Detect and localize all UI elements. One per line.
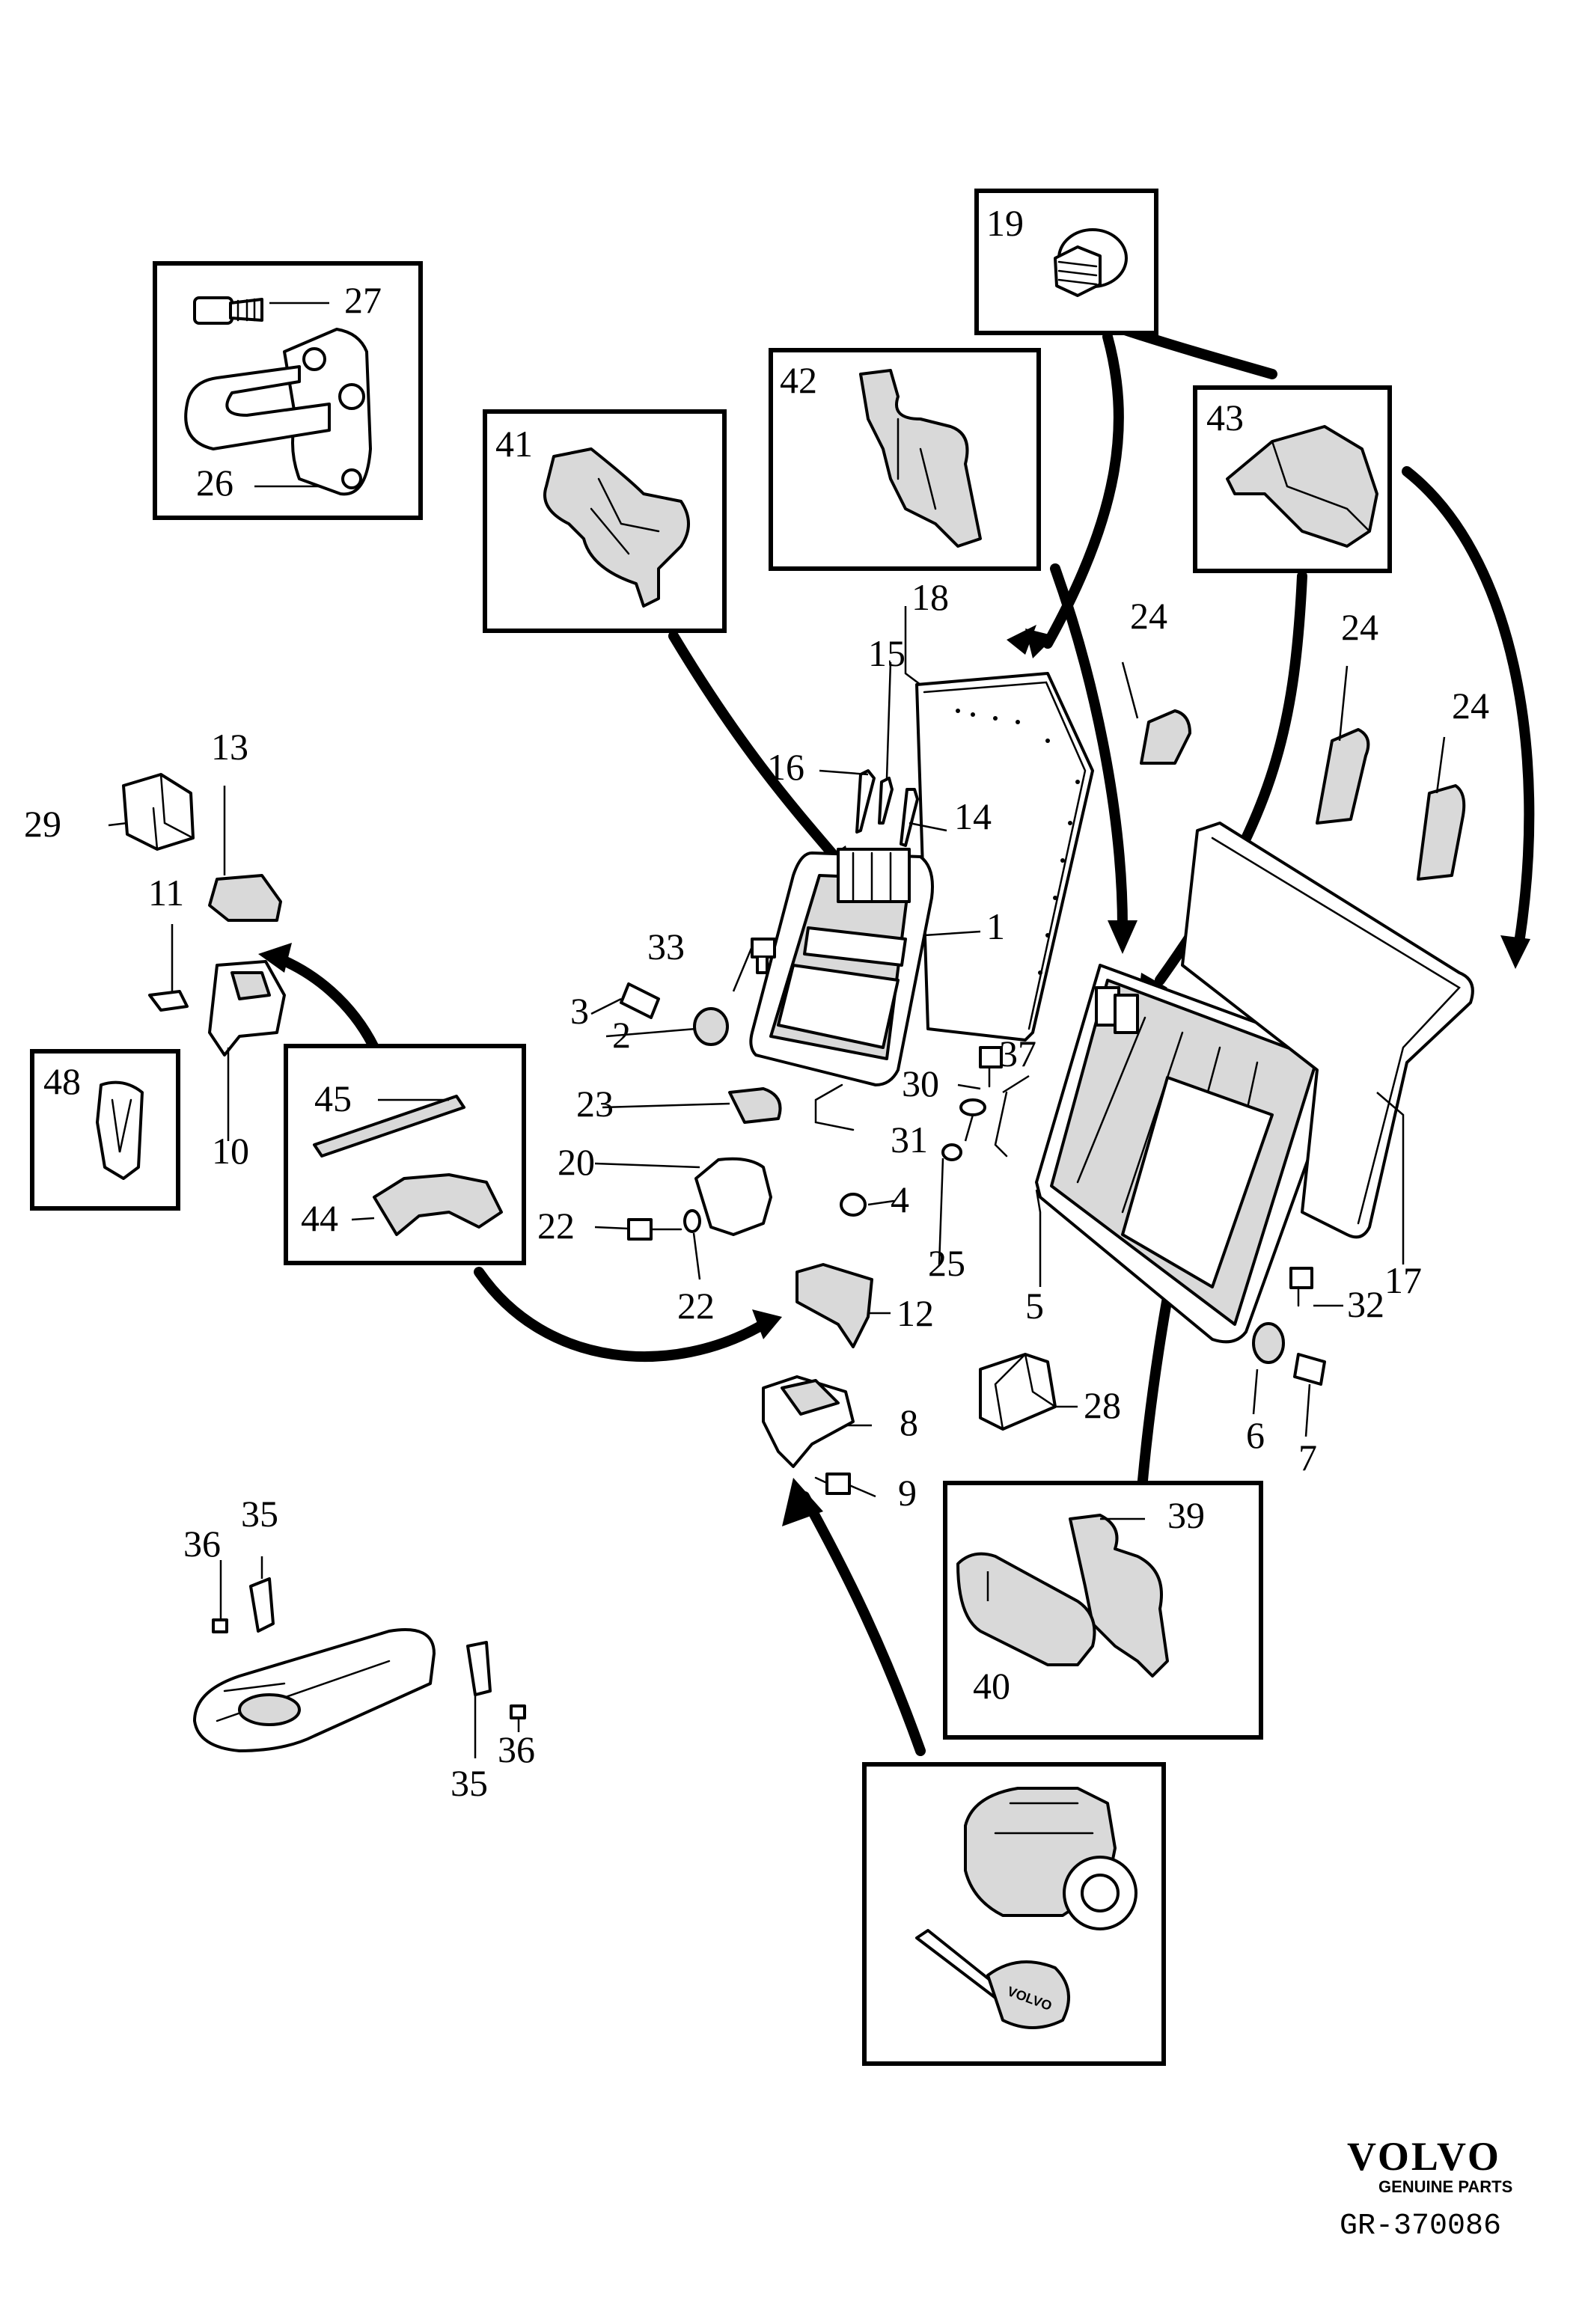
part-14-16-pins	[855, 769, 919, 847]
callout-22b: 22	[677, 1285, 715, 1327]
callout-43: 43	[1206, 397, 1244, 438]
callout-35b: 35	[451, 1762, 488, 1804]
part-44-bracket	[373, 1173, 503, 1236]
part-26-hinge	[184, 328, 372, 496]
part-18-panel	[915, 672, 1094, 1042]
callout-13: 13	[211, 726, 248, 768]
part-lock-cylinder	[964, 1787, 1137, 1930]
callout-4: 4	[891, 1178, 909, 1220]
callout-19: 19	[986, 202, 1024, 244]
part-41	[543, 447, 690, 608]
callout-17: 17	[1384, 1259, 1422, 1301]
callout-11: 11	[148, 872, 184, 914]
callout-25: 25	[928, 1242, 965, 1284]
part-1-frame	[749, 848, 934, 1086]
callout-2: 2	[612, 1014, 631, 1056]
callout-10: 10	[212, 1130, 249, 1172]
callout-30: 30	[902, 1062, 939, 1104]
part-8-latch	[762, 1375, 855, 1468]
part-39	[1069, 1514, 1169, 1678]
leader-lines	[108, 302, 1446, 1758]
part-40	[956, 1552, 1096, 1666]
callout-6: 6	[1246, 1414, 1265, 1456]
callout-14: 14	[954, 795, 992, 837]
branding: VOLVO GENUINE PARTS GR-370086	[1340, 2134, 1512, 2243]
part-27-bolt	[193, 296, 263, 325]
callout-15: 15	[868, 632, 906, 674]
callout-48: 48	[43, 1060, 81, 1102]
callout-36b: 36	[498, 1728, 535, 1770]
hardware-parts	[122, 773, 1326, 1431]
callout-41: 41	[495, 423, 533, 465]
part-11-10-latch	[148, 960, 286, 1056]
callout-45: 45	[314, 1077, 352, 1119]
part-armrest	[193, 1628, 436, 1752]
callout-44: 44	[301, 1197, 338, 1239]
part-17-panel	[1181, 822, 1474, 1239]
callout-42: 42	[780, 359, 817, 401]
callout-numbers: 27 26 41 42 19 43 18 24 24 24 15 16 14 1…	[24, 202, 1489, 1804]
callout-12: 12	[897, 1292, 934, 1334]
part-19-clip	[1054, 228, 1128, 297]
volvo-logo-text: VOLVO	[1347, 2134, 1501, 2179]
callout-16: 16	[767, 746, 804, 788]
genuine-parts-text: GENUINE PARTS	[1378, 2177, 1512, 2196]
callout-8: 8	[900, 1401, 918, 1443]
part-35-brackets	[249, 1577, 492, 1696]
inset-boxes	[30, 189, 1392, 2066]
callout-22a: 22	[537, 1205, 575, 1247]
part-48-clip	[96, 1080, 144, 1180]
callout-28: 28	[1084, 1384, 1121, 1426]
callout-20: 20	[558, 1141, 595, 1183]
callout-40: 40	[973, 1665, 1010, 1707]
callout-27: 27	[344, 279, 382, 321]
part-13-clip	[208, 874, 282, 922]
callout-1: 1	[986, 905, 1005, 947]
callout-18: 18	[911, 576, 949, 618]
flow-arrows	[258, 324, 1535, 1756]
callout-5: 5	[1025, 1285, 1044, 1327]
callout-24b: 24	[1341, 606, 1378, 648]
callout-36a: 36	[183, 1523, 221, 1565]
callout-26: 26	[196, 462, 233, 504]
callout-31: 31	[891, 1119, 928, 1161]
part-12-bracket	[796, 1263, 873, 1348]
callout-39: 39	[1167, 1494, 1205, 1536]
callout-3: 3	[570, 990, 589, 1032]
callout-9: 9	[898, 1472, 917, 1514]
callout-37: 37	[999, 1033, 1036, 1074]
part-43	[1226, 425, 1378, 548]
callout-32: 32	[1347, 1283, 1384, 1325]
callout-33: 33	[647, 926, 685, 967]
diagram-code: GR-370086	[1340, 2210, 1501, 2243]
callout-29: 29	[24, 803, 61, 845]
callout-24a: 24	[1130, 595, 1167, 637]
part-45-strip	[313, 1095, 465, 1158]
part-24-trims	[1140, 709, 1466, 881]
part-9-screw	[814, 1473, 851, 1495]
callout-24c: 24	[1452, 685, 1489, 727]
part-key: VOLVO	[915, 1929, 1070, 2029]
part-42	[859, 369, 982, 548]
inset-48	[30, 1049, 180, 1211]
callout-35a: 35	[241, 1493, 278, 1535]
part-5-frame	[1035, 964, 1337, 1344]
callout-23: 23	[576, 1083, 614, 1125]
callout-7: 7	[1298, 1437, 1317, 1479]
